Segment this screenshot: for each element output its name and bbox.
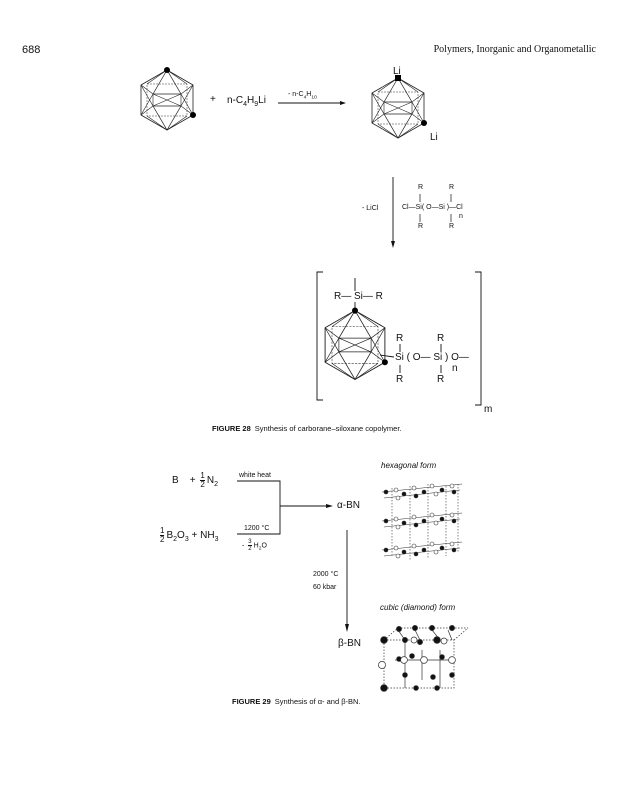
- reagent-part: Li: [258, 95, 266, 106]
- polymer-m: m: [484, 404, 493, 415]
- cubic-bn-lattice: [378, 625, 469, 692]
- polymer-r: R: [437, 374, 445, 385]
- pressure: 60 kbar: [313, 584, 337, 591]
- siloxane-r: R: [449, 223, 455, 230]
- licl-label: - LiCl: [362, 205, 379, 212]
- running-title: Polymers, Inorganic and Organometallic: [433, 44, 596, 55]
- siloxane-repeat: ( O—Si ): [421, 204, 450, 211]
- label-part: H: [306, 91, 312, 98]
- li-top: Li: [393, 66, 401, 77]
- reagent-sub: 4: [243, 101, 248, 108]
- siloxane-formula: Cl—Si( O—Si )—Cl: [402, 204, 463, 211]
- white-heat-label: white heat: [239, 472, 271, 479]
- polymer-r: R: [396, 333, 404, 344]
- arrow-label-butane: - n-C4H10: [288, 91, 317, 100]
- polymer-r: R: [437, 333, 445, 344]
- minus: -: [242, 542, 245, 550]
- o: O: [177, 530, 185, 542]
- polymer-r-si-r: R— Si— R: [334, 291, 383, 302]
- numerator: 1: [200, 471, 205, 481]
- alpha-bn: α-BN: [337, 500, 361, 511]
- reagent-part: H: [247, 95, 255, 106]
- label-part: - n-C: [288, 91, 304, 98]
- cubic-form-label: cubic (diamond) form: [380, 603, 456, 612]
- sub: 2: [258, 546, 262, 552]
- siloxane-r: R: [418, 184, 424, 191]
- hexagonal-bn-lattice: [381, 483, 463, 560]
- numerator: 1: [160, 526, 165, 536]
- reaction-lines: [237, 480, 348, 625]
- denominator: 2: [200, 480, 205, 489]
- polymer-r: R: [396, 374, 404, 385]
- polymer-n: n: [452, 363, 458, 374]
- caption-text: Synthesis of carborane–siloxane copolyme…: [254, 424, 402, 433]
- sub: 3: [214, 536, 219, 544]
- page-number: 688: [22, 44, 41, 56]
- siloxane-r: R: [418, 223, 424, 230]
- carborane-icosahedron: [140, 67, 196, 131]
- siloxane-n: n: [459, 213, 463, 220]
- denominator: 2: [160, 535, 165, 544]
- li-side: Li: [430, 132, 438, 143]
- siloxane-cl-right: —Cl: [449, 204, 463, 211]
- caption-label: FIGURE 28: [212, 424, 251, 433]
- plus: +: [191, 530, 198, 542]
- siloxane-bonds: [419, 194, 452, 222]
- sub: 2: [173, 536, 178, 544]
- label-sub: 10: [311, 95, 317, 101]
- polymer-icosahedron: [324, 307, 388, 380]
- caption-text: Synthesis of α- and β-BN.: [274, 697, 361, 706]
- reagent-sub: 9: [254, 101, 259, 108]
- siloxane-r: R: [449, 184, 455, 191]
- temp-1200: 1200 °C: [244, 525, 270, 532]
- dilithio-carborane-icosahedron: [371, 75, 427, 139]
- sub: 2: [214, 481, 219, 489]
- polymer-chain: Si ( O— Si ) O—: [395, 352, 469, 363]
- hexagonal-form-label: hexagonal form: [381, 461, 437, 470]
- reagent-butyllithium: n-C4H9Li: [227, 95, 266, 108]
- beta-bn: β-BN: [338, 638, 361, 649]
- boron: B: [172, 475, 179, 487]
- sub: 3: [184, 536, 189, 544]
- o: O: [261, 542, 267, 550]
- temp-2000: 2000 °C: [313, 571, 339, 578]
- caption-label: FIGURE 29: [232, 697, 271, 706]
- nh: NH: [200, 530, 215, 542]
- plus-sign: +: [210, 94, 216, 105]
- h: H: [253, 542, 259, 550]
- polymer-brackets: [316, 271, 482, 406]
- siloxane-cl-si: Cl—Si: [402, 204, 422, 211]
- label-sub: 4: [303, 95, 307, 101]
- denominator: 2: [248, 546, 252, 552]
- numerator: 3: [248, 539, 252, 546]
- b: B: [166, 530, 174, 542]
- nitrogen: N: [206, 475, 215, 487]
- reagent-part: n-C: [227, 95, 244, 106]
- plus: +: [189, 475, 196, 487]
